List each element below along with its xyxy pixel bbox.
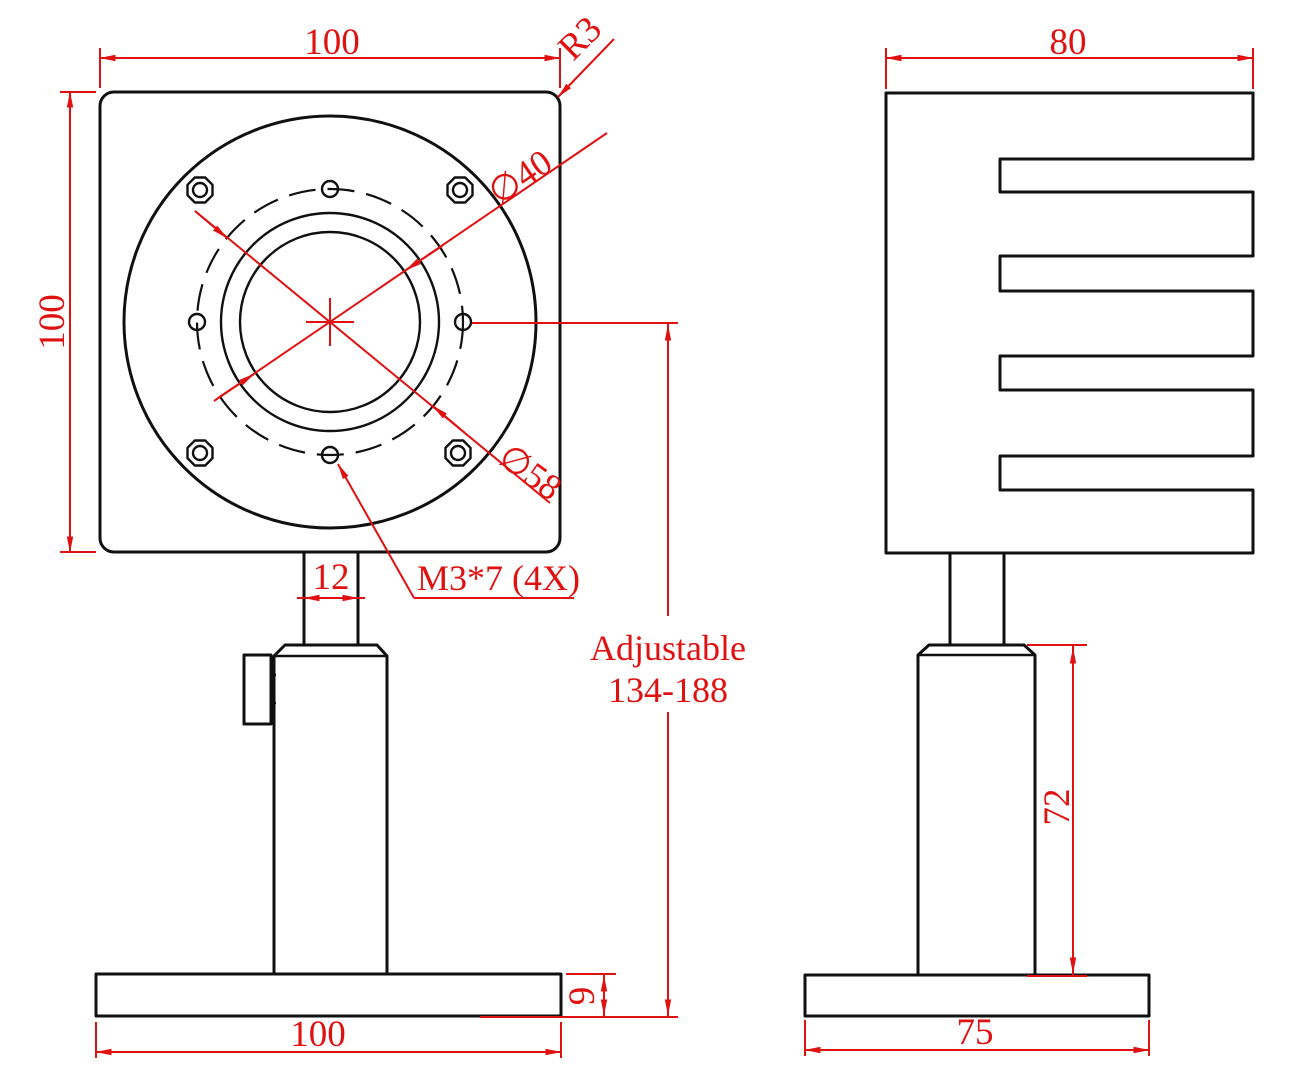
dim-side-width-top: 80 (885, 22, 1254, 89)
base-plate-front (94, 972, 563, 1018)
dimension-text: 100 (32, 294, 73, 350)
adjustable-range: 134-188 (608, 670, 728, 710)
clamp-outline (272, 643, 389, 974)
dimension-text: 72 (1037, 789, 1078, 826)
diameter-line (194, 210, 551, 504)
aperture-circle (238, 230, 422, 414)
dimension-text: ∅58 (491, 436, 569, 508)
adjust-knob (242, 653, 273, 726)
dim-post-height: 72 (1027, 644, 1087, 977)
leader-line (557, 38, 615, 98)
stem-neck-side (948, 553, 1006, 644)
adjustable-label: Adjustable (590, 628, 746, 668)
dimension-text: 12 (313, 557, 350, 598)
mounting-hole-left (187, 312, 207, 332)
dimension-text: 75 (957, 1012, 994, 1053)
corner-screw-bottom-left (186, 439, 214, 467)
dim-stem-width: 12 (297, 557, 365, 602)
post-clamp-side (916, 643, 1037, 975)
dim-front-width-top: 100 (99, 22, 561, 88)
mounting-hole-top (320, 179, 340, 199)
mounting-hole-right (453, 312, 473, 332)
dim-adjustable-height: Adjustable 134-188 (472, 322, 746, 1018)
dimension-text: 9 (562, 987, 603, 1006)
post-clamp-front (242, 643, 389, 974)
corner-screw-top-right (446, 176, 474, 204)
base-plate-side (803, 973, 1151, 1018)
aperture-bevel-circle (219, 211, 441, 433)
corner-screw-bottom-right (444, 439, 472, 467)
dim-side-base-width: 75 (804, 1012, 1150, 1056)
heatsink-body-outline (884, 91, 1255, 555)
dimension-text: 100 (290, 1014, 346, 1055)
screw-note-leader: M3*7 (4X) (337, 463, 580, 599)
diameter-arrow (405, 245, 443, 271)
dim-bolt-circle-diameter: ∅58 (194, 210, 569, 508)
diameter-arrow (432, 405, 466, 434)
diameter-arrow (217, 373, 255, 399)
bolt-circle-dashed (195, 187, 465, 457)
diameter-arrow (194, 210, 228, 239)
dimension-text: 80 (1050, 22, 1087, 63)
dimension-text: ∅40 (481, 142, 559, 213)
clamp-outline-side (916, 643, 1037, 975)
mounting-hole-bottom (320, 445, 340, 465)
screw-note-text: M3*7 (4X) (417, 558, 580, 598)
dim-base-height: 9 (562, 973, 616, 1016)
front-view (94, 90, 563, 1018)
dimension-text: 100 (304, 22, 360, 63)
corner-screw-top-left (186, 176, 214, 204)
leader-line (337, 463, 415, 599)
side-view (803, 91, 1255, 1018)
dim-front-base-width: 100 (95, 1014, 562, 1058)
dim-front-height-left: 100 (32, 91, 96, 553)
